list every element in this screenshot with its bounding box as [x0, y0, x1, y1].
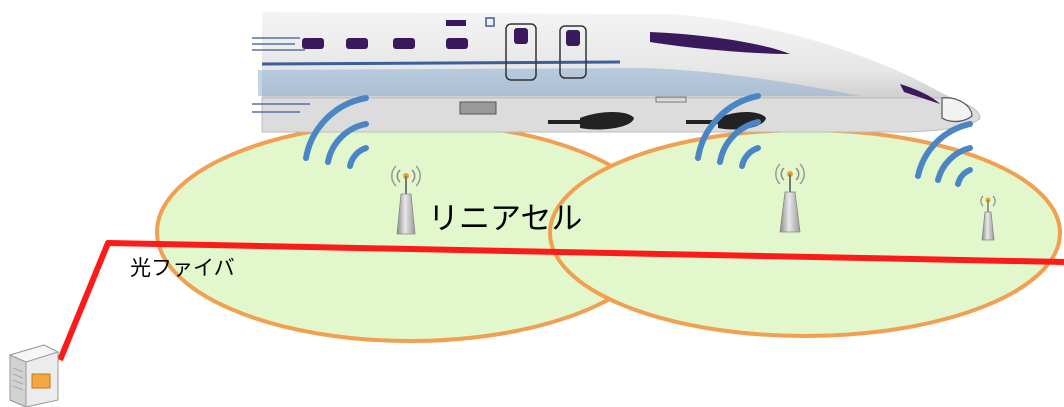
optical-fiber-line — [57, 240, 1064, 362]
antenna-icon — [980, 195, 996, 241]
signal-wave-icon — [915, 121, 973, 187]
server-icon — [8, 344, 60, 407]
maglev-train-image — [248, 0, 988, 133]
signal-wave-icon — [303, 95, 369, 169]
cell-label: リニアセル — [428, 201, 583, 237]
antenna-icon — [391, 165, 421, 235]
antenna-icon — [775, 163, 805, 233]
fiber-label: 光ファイバ — [130, 256, 235, 280]
signal-wave-icon — [695, 93, 761, 169]
